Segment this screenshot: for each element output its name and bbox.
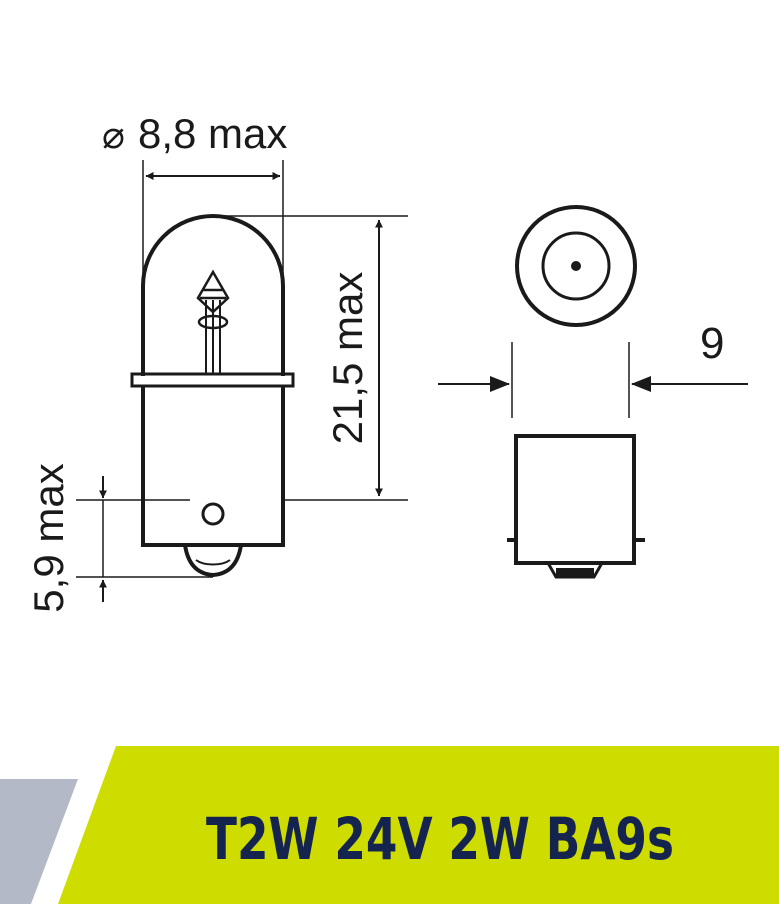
- product-title: T2W 24V 2W BA9s: [206, 805, 674, 873]
- banner-gray-stripe: [0, 779, 78, 904]
- diameter-symbol: ⌀: [102, 115, 125, 157]
- height-label: 21,5 max: [324, 272, 371, 445]
- width-label: 9: [700, 319, 724, 368]
- base-front-view: [507, 434, 645, 579]
- bottom-contact: [183, 544, 243, 578]
- height-dimension: [213, 215, 408, 501]
- base-dimension: [76, 476, 213, 602]
- product-banner: T2W 24V 2W BA9s: [0, 746, 779, 904]
- bulb-top-view: [515, 205, 637, 327]
- base-label: 5,9 max: [25, 463, 72, 612]
- filament-bead: [197, 314, 229, 330]
- metal-base: [141, 386, 285, 547]
- bottom-contact-inner: [195, 559, 231, 566]
- diameter-dimension: [142, 160, 284, 285]
- base-collar: [130, 372, 295, 388]
- bulb-side-view: [130, 214, 295, 578]
- diameter-label: 8,8 max: [138, 110, 287, 157]
- filament: [196, 269, 230, 314]
- width-dimension: [438, 342, 748, 418]
- bayonet-pin: [201, 502, 225, 526]
- banner-accent: [58, 746, 779, 904]
